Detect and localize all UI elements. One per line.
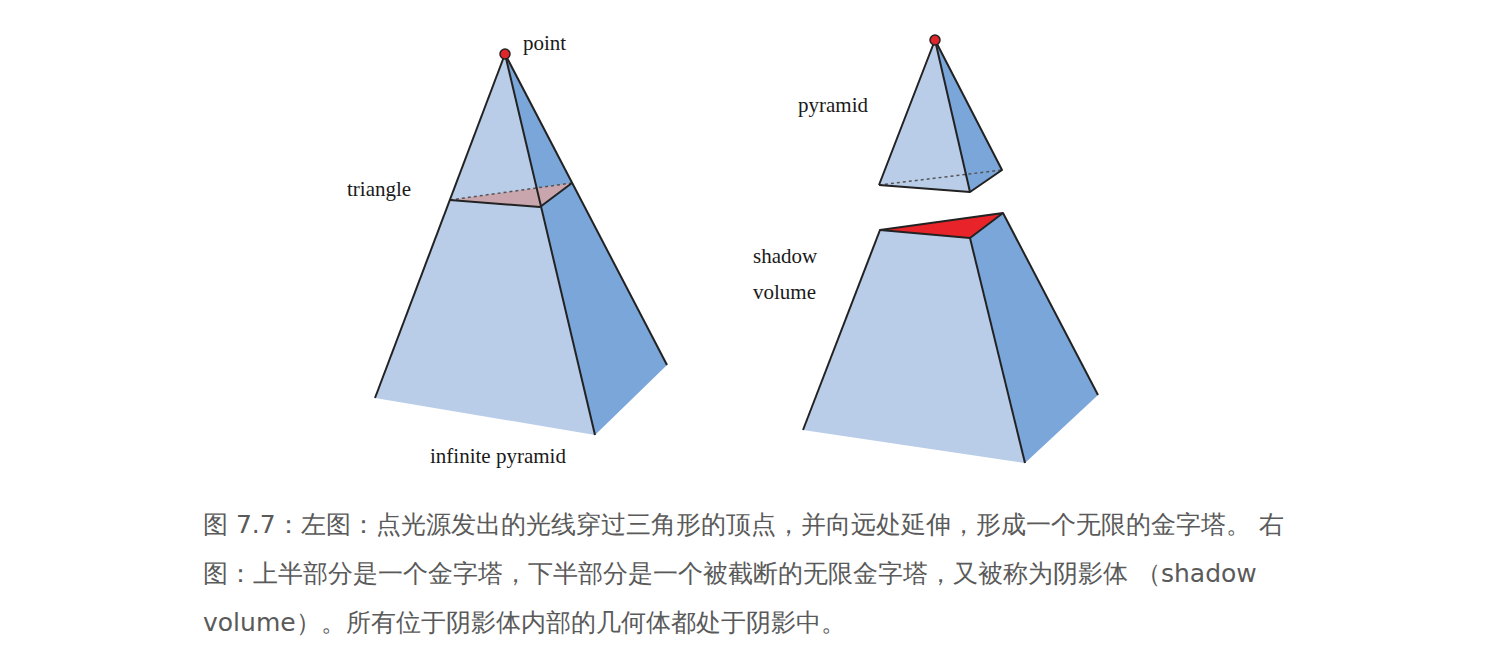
figure-label: point bbox=[523, 25, 566, 61]
triangle-edge bbox=[450, 200, 540, 207]
figure-caption: 图 7.7：左图：点光源发出的光线穿过三角形的顶点，并向远处延伸，形成一个无限的… bbox=[203, 500, 1298, 647]
figure-label: infinite pyramid bbox=[430, 438, 566, 474]
pyramid-edge bbox=[505, 54, 595, 435]
figure-label: triangle bbox=[347, 171, 411, 207]
point-light bbox=[500, 49, 510, 59]
pyramid-edge bbox=[375, 54, 505, 398]
triangle-edge bbox=[540, 183, 572, 207]
figure-label: pyramid bbox=[798, 87, 868, 123]
pyramid-outline bbox=[879, 40, 1002, 192]
infinite-pyramid bbox=[375, 49, 667, 435]
figure-label: shadow volume bbox=[753, 238, 843, 310]
shadow-cap-triangle bbox=[880, 213, 1003, 238]
shadow-volume-edge bbox=[1003, 213, 1098, 395]
pyramid-edge bbox=[505, 54, 667, 365]
pyramid-right-face bbox=[935, 40, 1002, 192]
shadow-volume-edge bbox=[970, 238, 1025, 463]
pyramid-right-face bbox=[505, 54, 667, 435]
triangle-shape bbox=[450, 183, 572, 207]
pyramid-edge bbox=[935, 40, 970, 192]
point-light bbox=[930, 35, 940, 45]
shadow-volume-right-face bbox=[970, 213, 1098, 463]
